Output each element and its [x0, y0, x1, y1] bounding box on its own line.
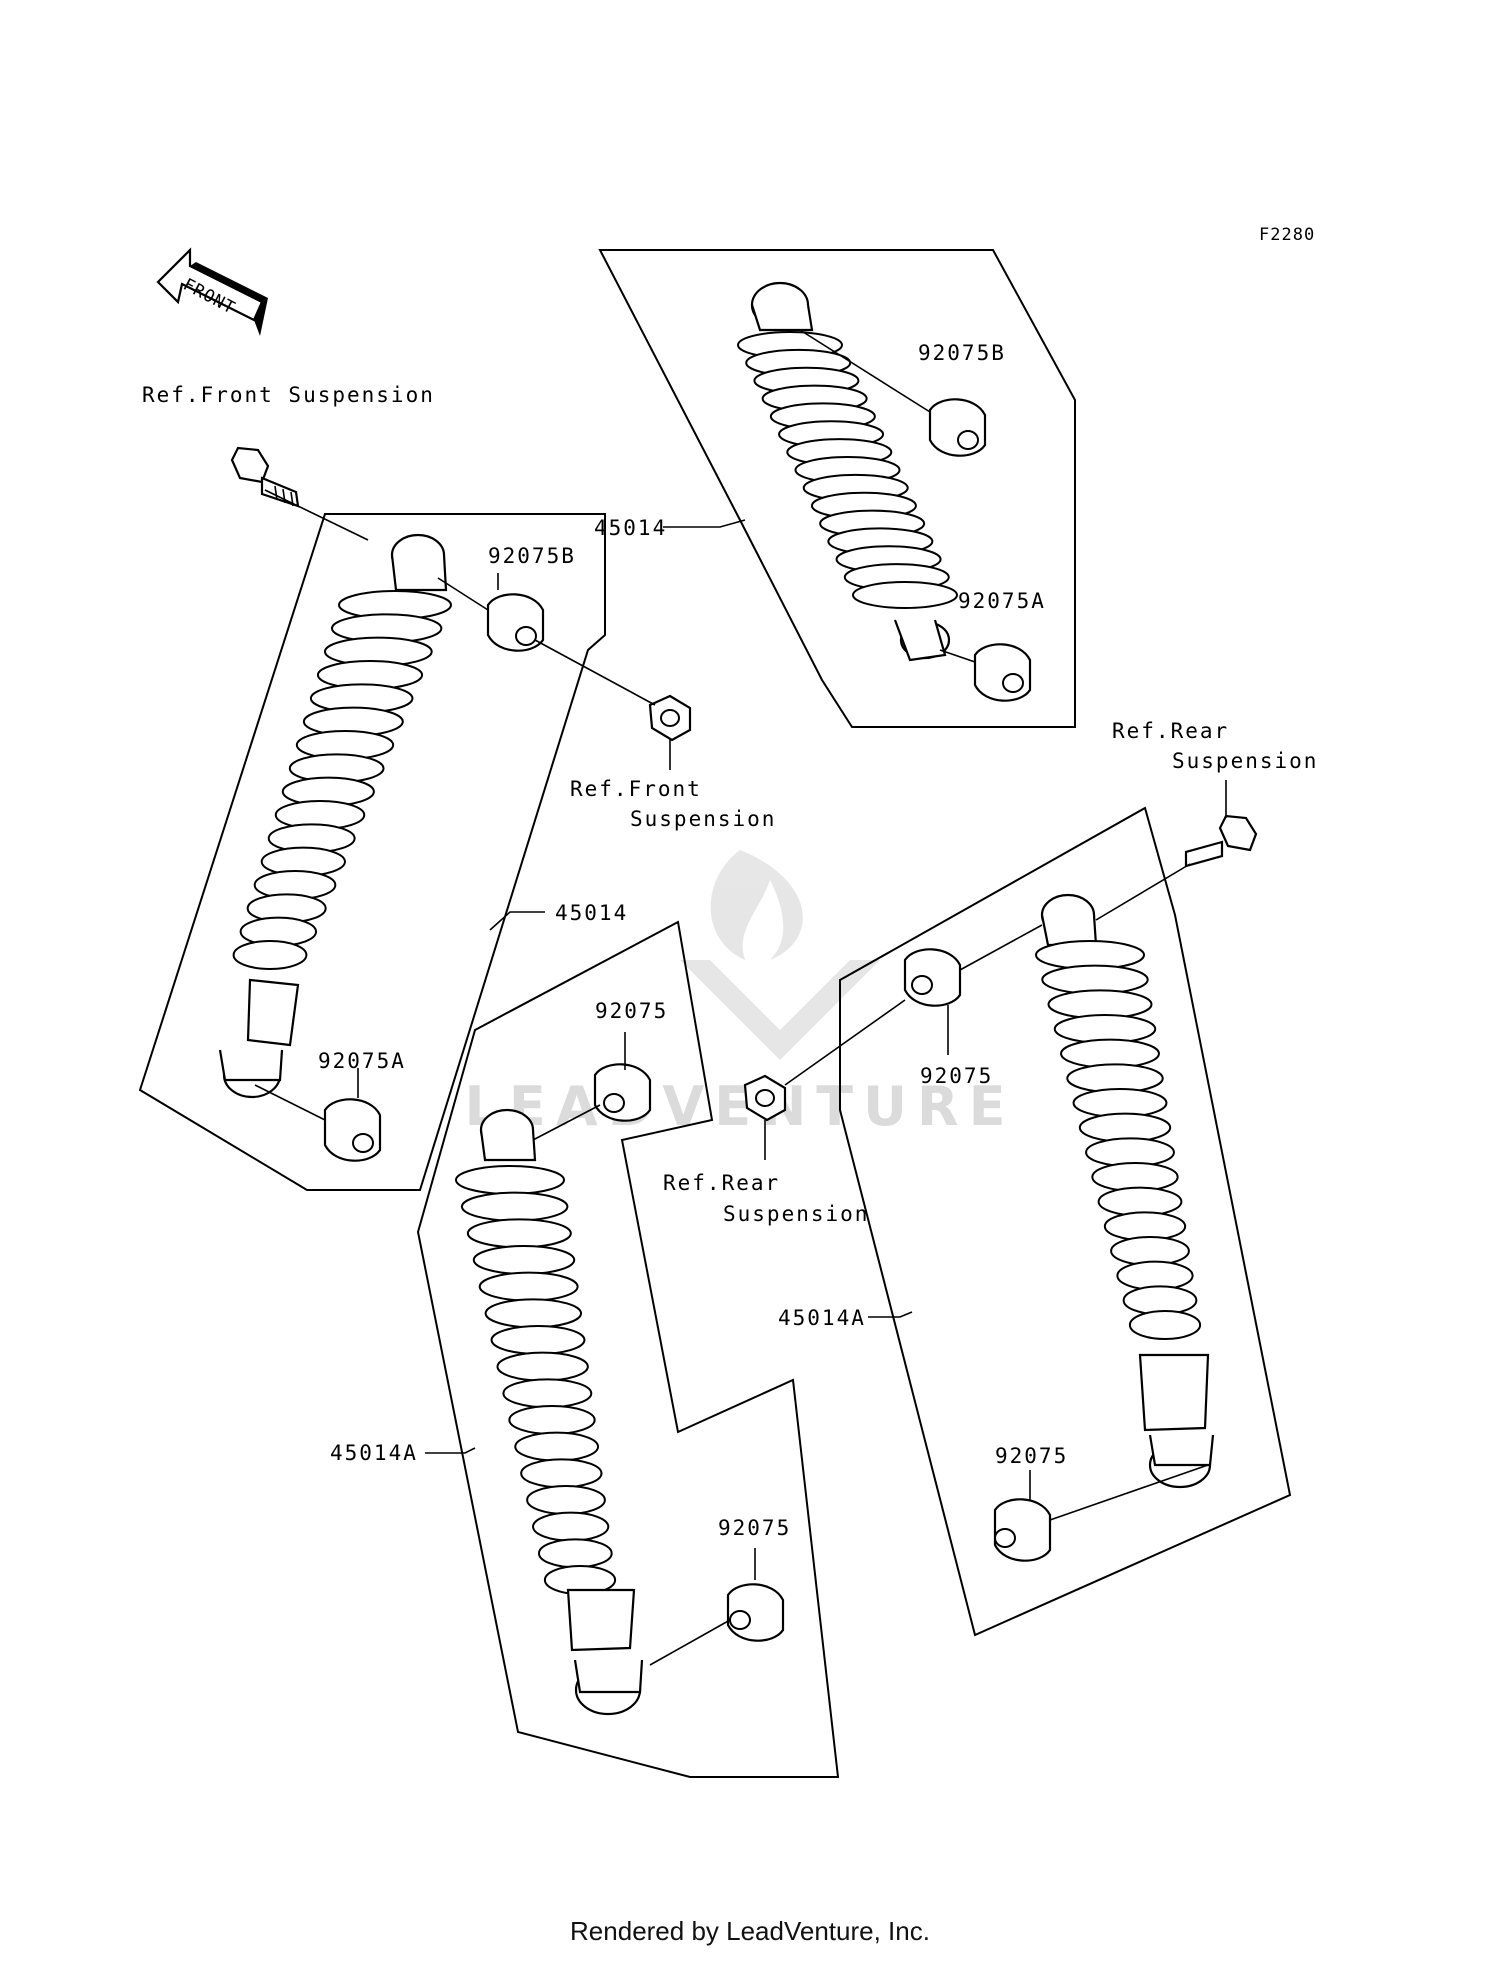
top-lower-bush	[973, 643, 1032, 702]
footer-credit: Rendered by LeadVenture, Inc.	[570, 1916, 930, 1946]
spring-coil	[232, 940, 308, 970]
left-bolt	[230, 446, 300, 508]
spring-coil	[532, 1511, 610, 1542]
top-shock-lower-bush-label: 92075A	[958, 589, 1046, 613]
right-nut	[743, 1074, 787, 1122]
left-nut	[648, 694, 692, 742]
left-lower-bush	[323, 1098, 382, 1162]
center-shock-group: 92075 45014A 92075	[330, 920, 840, 1778]
top-shock-absorber	[737, 281, 958, 662]
right-shock-part-label: 45014A	[778, 1306, 866, 1330]
ref-rear-suspension-mid-label-1: Ref.Rear	[663, 1171, 780, 1195]
watermark: LEADVENTURE	[465, 850, 1016, 1138]
spring-coil	[520, 1458, 603, 1489]
spring-coil	[478, 1271, 579, 1302]
spring-coil	[514, 1431, 600, 1462]
left-shock-upper-bush-label: 92075B	[488, 544, 576, 568]
center-lower-bush	[726, 1583, 785, 1642]
top-shock-group: 45014 92075B 92075A	[594, 249, 1076, 728]
ref-front-suspension-mid-label-1: Ref.Front	[570, 777, 702, 801]
top-shock-upper-bush-label: 92075B	[918, 341, 1006, 365]
left-shock-absorber	[218, 533, 452, 1099]
spring-coil	[460, 1191, 569, 1222]
ref-rear-suspension-mid-label-2: Suspension	[723, 1202, 869, 1226]
right-upper-bush	[903, 948, 962, 1007]
spring-coil	[455, 1165, 565, 1195]
right-shock-group: Ref.Rear Suspension 92075 Ref.Rear Suspe…	[663, 719, 1318, 1637]
spring-coil	[537, 1538, 613, 1569]
ref-front-suspension-top-label: Ref.Front Suspension	[142, 383, 435, 407]
front-arrow-icon: FRONT	[156, 247, 268, 336]
watermark-text: LEADVENTURE	[465, 1075, 1016, 1138]
ref-rear-suspension-top-label-2: Suspension	[1172, 749, 1318, 773]
ref-front-suspension-mid-label-2: Suspension	[630, 807, 776, 831]
spring-coil	[508, 1405, 596, 1435]
center-shock-part-label: 45014A	[330, 1441, 418, 1465]
top-upper-bush	[928, 398, 987, 457]
spring-coil	[496, 1351, 589, 1382]
center-shock-absorber	[455, 1108, 644, 1716]
center-shock-lower-bush-label: 92075	[718, 1516, 791, 1540]
spring-coil	[502, 1378, 593, 1409]
left-shock-part-label: 45014	[555, 901, 628, 925]
ref-rear-suspension-top-label-1: Ref.Rear	[1112, 719, 1229, 743]
spring-coil	[484, 1298, 583, 1329]
center-shock-upper-bush-label: 92075	[595, 999, 668, 1023]
right-shock-absorber	[1035, 893, 1215, 1489]
right-lower-bush	[993, 1498, 1052, 1562]
left-shock-group: Ref.Front Suspension 92075B Ref.Front Su…	[138, 383, 776, 1191]
right-shock-upper-bush-label: 92075	[920, 1064, 993, 1088]
spring-coil	[472, 1245, 576, 1275]
center-upper-bush	[593, 1063, 652, 1122]
spring-coil	[526, 1485, 606, 1515]
spring-coil	[1128, 1310, 1202, 1340]
left-shock-lower-bush-label: 92075A	[318, 1049, 406, 1073]
diagram-id: F2280	[1259, 225, 1315, 245]
left-upper-bush	[486, 593, 545, 652]
spring-coil	[466, 1218, 572, 1249]
right-shock-lower-bush-label: 92075	[995, 1444, 1068, 1468]
spring-coil	[852, 581, 958, 609]
spring-coil	[490, 1325, 586, 1355]
right-bolt	[1184, 814, 1258, 868]
